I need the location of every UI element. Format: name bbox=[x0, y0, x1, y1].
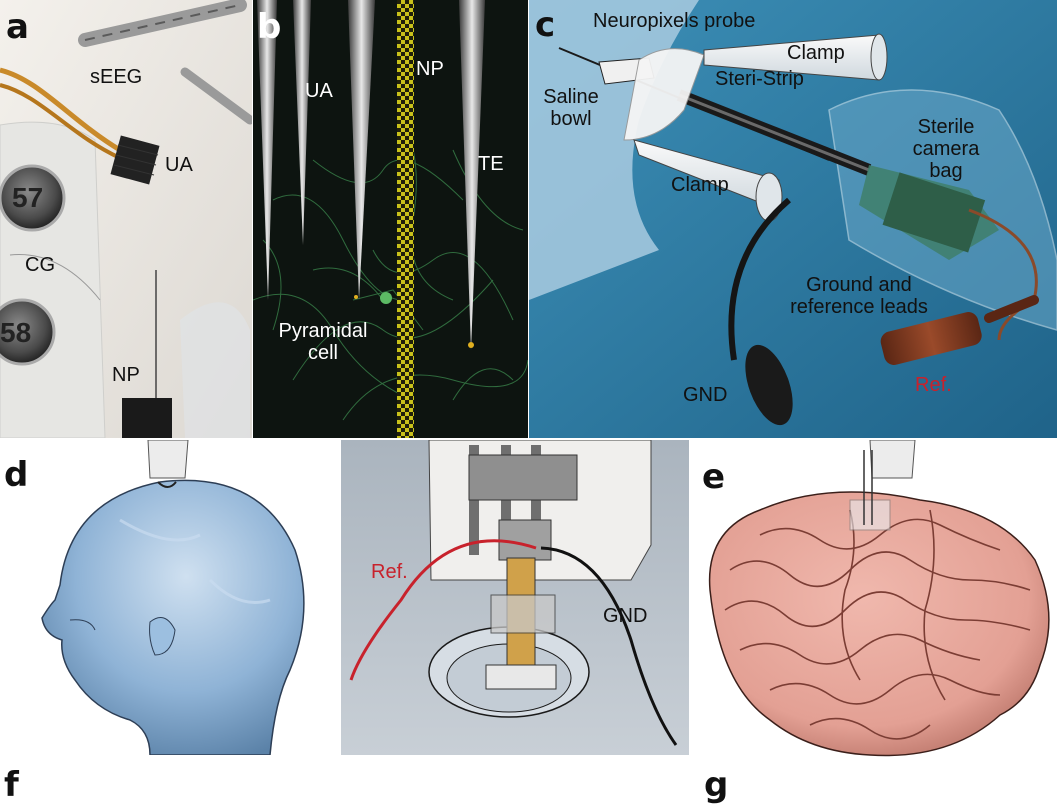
seeg-label: sEEG bbox=[90, 66, 143, 88]
panel-d-letter: d bbox=[4, 455, 29, 495]
panel-c: c Neuropixels probe Clamp Steri-Strip Sa… bbox=[529, 0, 1057, 438]
panel-d: d bbox=[0, 440, 330, 755]
panel-d-inset: Ref. GND bbox=[341, 440, 689, 755]
panel-a-letter: a bbox=[6, 7, 29, 47]
np-label: NP bbox=[416, 58, 444, 80]
saline-line-2: bowl bbox=[550, 108, 592, 130]
saline-bowl-label: Saline bowl bbox=[531, 86, 611, 130]
electrode-number-58: 58 bbox=[0, 317, 32, 348]
te-label: TE bbox=[478, 153, 504, 175]
panel-b: b UA NP TE Pyramidal cell bbox=[253, 0, 528, 438]
panel-e-brain-illustration bbox=[708, 440, 1050, 757]
pyramidal-line-2: cell bbox=[307, 342, 338, 364]
electrode-number-57: 57 bbox=[12, 182, 44, 213]
np-label: NP bbox=[112, 364, 140, 386]
panel-a: a sEEG UA CG NP 57 58 bbox=[0, 0, 252, 438]
pyramidal-cell-label: Pyramidal cell bbox=[268, 320, 378, 364]
clamp-top-label: Clamp bbox=[787, 42, 845, 64]
ref-label: Ref. bbox=[915, 374, 952, 396]
ground-line-2: reference leads bbox=[790, 296, 928, 318]
panel-d-inset-illustration bbox=[341, 440, 689, 755]
sterile-line-3: bag bbox=[929, 160, 963, 182]
pyramidal-line-1: Pyramidal bbox=[278, 320, 368, 342]
panel-b-letter: b bbox=[257, 7, 282, 47]
panel-e: e bbox=[700, 440, 1057, 770]
sterile-line-2: camera bbox=[912, 138, 980, 160]
ua-label: UA bbox=[305, 80, 333, 102]
saline-line-1: Saline bbox=[543, 86, 599, 108]
panel-c-letter: c bbox=[535, 5, 556, 45]
panel-a-photo bbox=[0, 0, 252, 438]
ground-line-1: Ground and bbox=[806, 274, 912, 296]
ground-reference-leads-label: Ground and reference leads bbox=[749, 274, 969, 318]
panel-b-micrograph bbox=[253, 0, 528, 438]
panel-c-illustration bbox=[529, 0, 1057, 438]
gnd-label: GND bbox=[603, 605, 648, 627]
steri-strip-label: Steri-Strip bbox=[715, 68, 804, 90]
sterile-camera-bag-label: Sterile camera bag bbox=[901, 116, 991, 182]
panel-f-letter: f bbox=[4, 765, 19, 805]
ref-label: Ref. bbox=[371, 561, 408, 583]
clamp-mid-label: Clamp bbox=[671, 174, 729, 196]
neuropixels-probe-label: Neuropixels probe bbox=[593, 10, 756, 32]
panel-d-head-illustration bbox=[41, 440, 305, 755]
panel-g-letter: g bbox=[704, 765, 729, 805]
panel-e-letter: e bbox=[702, 457, 726, 497]
cg-label: CG bbox=[25, 254, 55, 276]
ua-label: UA bbox=[165, 154, 193, 176]
gnd-label: GND bbox=[683, 384, 728, 406]
sterile-line-1: Sterile bbox=[917, 116, 975, 138]
